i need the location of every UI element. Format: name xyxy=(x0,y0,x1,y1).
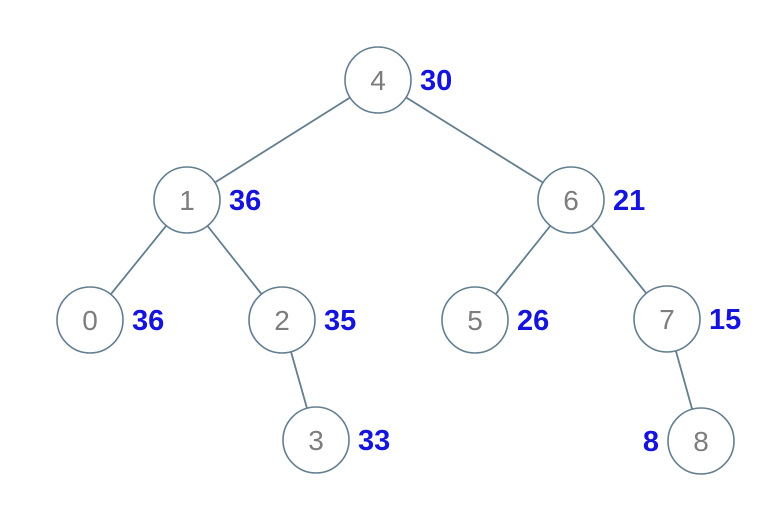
tree-node-8: 88 xyxy=(643,407,735,475)
tree-node-6: 6 21 xyxy=(537,166,645,234)
node-id-text: 1 xyxy=(179,185,195,216)
tree-node-2: 2 35 xyxy=(248,286,356,354)
node-id-text: 8 xyxy=(693,426,709,457)
tree-node-7: 7 15 xyxy=(633,285,741,353)
tree-edge-4-6 xyxy=(377,79,572,201)
node-id-text: 5 xyxy=(467,305,483,336)
tree-node-1: 1 36 xyxy=(153,166,261,234)
node-id-text: 7 xyxy=(659,304,675,335)
node-value-label: 21 xyxy=(613,185,645,217)
node-circle xyxy=(248,286,316,354)
node-value-label: 26 xyxy=(517,305,549,337)
node-value-label: 33 xyxy=(358,425,390,457)
tree-node-4: 4 30 xyxy=(344,46,452,114)
tree-node-0: 0 36 xyxy=(56,286,164,354)
node-id-text: 0 xyxy=(82,305,98,336)
node-value-label: 35 xyxy=(324,305,356,337)
node-id-text: 2 xyxy=(274,305,290,336)
node-id-text: 4 xyxy=(370,65,386,96)
node-circle xyxy=(667,407,735,475)
node-circle xyxy=(56,286,124,354)
node-value-label: 36 xyxy=(229,185,261,217)
node-value-label: 15 xyxy=(709,304,741,336)
node-value-label: 30 xyxy=(420,65,452,97)
node-circle xyxy=(282,406,350,474)
node-id-text: 6 xyxy=(563,185,579,216)
node-circle xyxy=(633,285,701,353)
node-circle xyxy=(441,286,509,354)
node-value-label: 8 xyxy=(643,426,659,458)
node-circle xyxy=(537,166,605,234)
node-value-label: 36 xyxy=(132,305,164,337)
node-id-text: 3 xyxy=(308,425,324,456)
node-circle xyxy=(153,166,221,234)
node-circle xyxy=(344,46,412,114)
tree-edge-4-1 xyxy=(186,79,379,201)
tree-node-5: 5 26 xyxy=(441,286,549,354)
